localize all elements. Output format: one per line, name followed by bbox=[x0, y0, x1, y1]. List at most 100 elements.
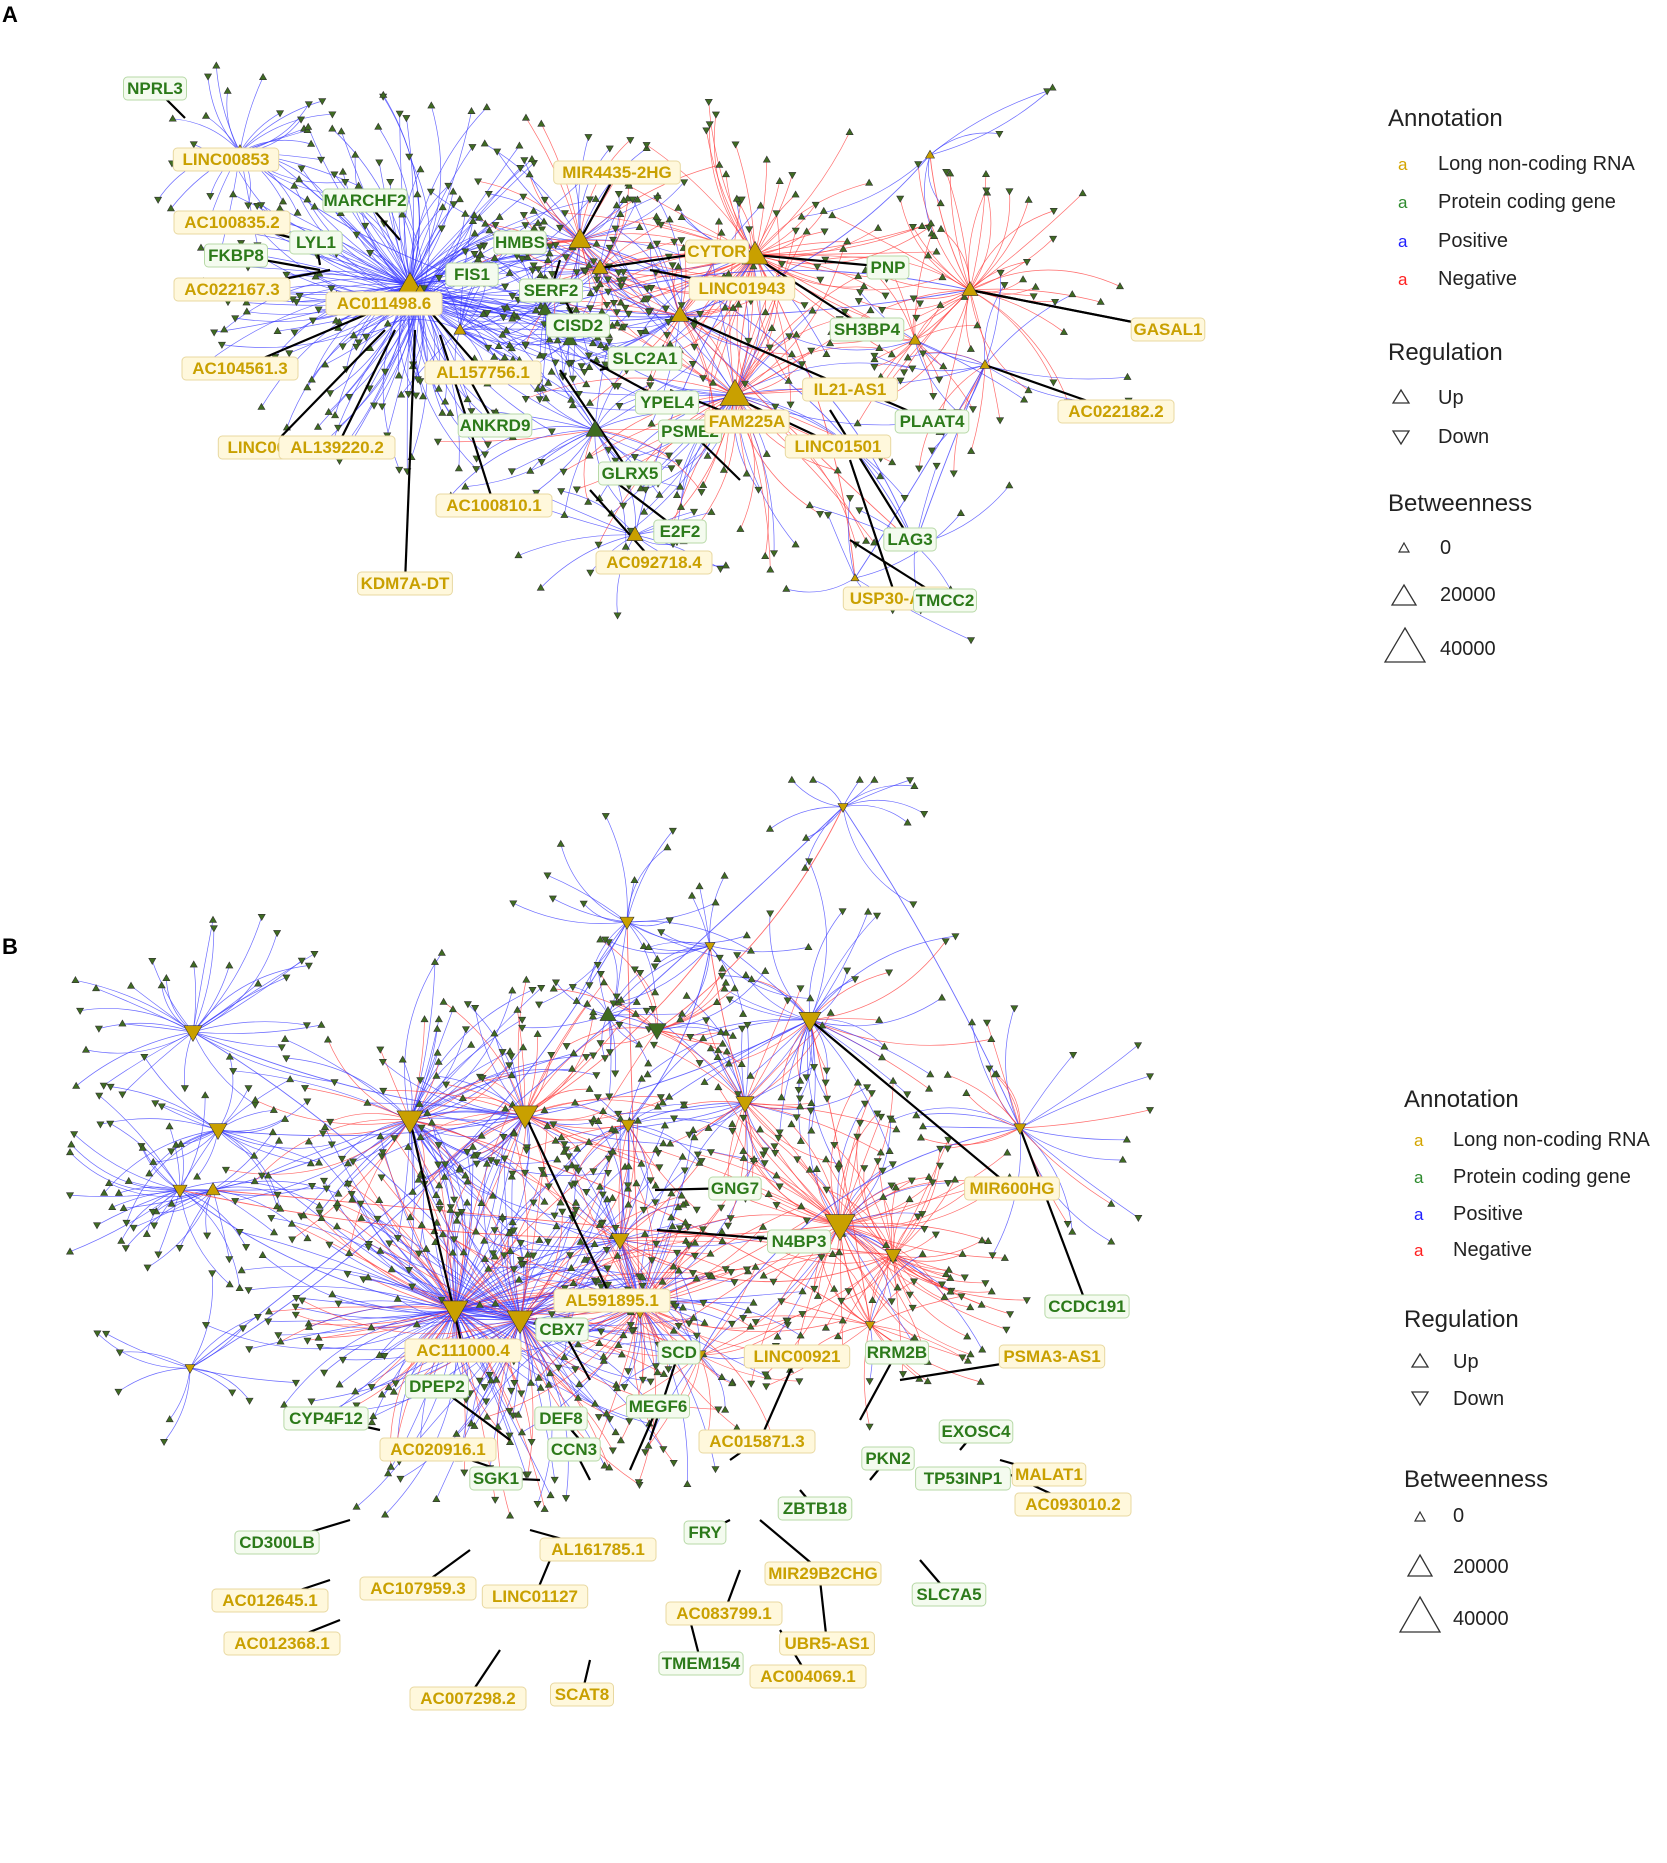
leaf-node bbox=[532, 306, 541, 314]
leaf-node bbox=[802, 833, 811, 841]
leaf-node bbox=[611, 225, 620, 233]
leaf-node bbox=[644, 295, 653, 303]
leaf-node bbox=[505, 1062, 514, 1070]
leaf-node bbox=[1002, 1326, 1011, 1334]
edge bbox=[744, 1102, 881, 1153]
legend-item-positive: Positive bbox=[1438, 230, 1508, 252]
leaf-node bbox=[604, 1155, 613, 1163]
leaf-node bbox=[468, 217, 478, 225]
leaf-node bbox=[812, 1164, 821, 1172]
leaf-node bbox=[631, 1009, 640, 1017]
leaf-node bbox=[635, 1273, 644, 1281]
leaf-node bbox=[878, 306, 887, 314]
leaf-node bbox=[924, 251, 933, 259]
leaf-node bbox=[695, 882, 704, 890]
leaf-node bbox=[610, 382, 619, 390]
leaf-node bbox=[942, 169, 951, 177]
leaf-node bbox=[647, 419, 656, 427]
edge bbox=[826, 1189, 894, 1256]
leaf-node bbox=[659, 1369, 668, 1377]
leaf-node bbox=[594, 541, 603, 549]
leaf-node bbox=[381, 368, 390, 376]
leaf-node bbox=[325, 1241, 334, 1249]
panel-b-hub-node bbox=[599, 1006, 617, 1021]
edge bbox=[308, 1309, 456, 1326]
leaf-node bbox=[787, 1120, 796, 1128]
node-label-text: NPRL3 bbox=[127, 79, 183, 98]
leaf-node bbox=[432, 1071, 441, 1079]
node-label-text: SERF2 bbox=[524, 281, 579, 300]
node-label-text: MARCHF2 bbox=[323, 191, 406, 210]
leaf-node bbox=[242, 298, 251, 306]
node-label-box bbox=[653, 519, 707, 544]
leaf-node bbox=[1022, 1297, 1031, 1305]
edge bbox=[543, 1173, 621, 1241]
leaf-node bbox=[276, 1337, 285, 1345]
leaf-node bbox=[605, 145, 614, 153]
edge bbox=[639, 1304, 803, 1329]
leaf-node bbox=[432, 1494, 441, 1502]
leaf-node bbox=[221, 1166, 230, 1174]
leaf-node bbox=[532, 489, 541, 497]
leaf-node bbox=[549, 984, 558, 992]
leaf-node bbox=[811, 201, 820, 209]
leaf-node bbox=[367, 1384, 376, 1392]
edge bbox=[378, 1200, 521, 1321]
node-label: AC012368.1 bbox=[223, 1631, 341, 1656]
edge bbox=[579, 148, 647, 241]
leaf-node bbox=[427, 101, 436, 109]
leaf-node bbox=[583, 999, 592, 1007]
edge bbox=[192, 919, 214, 1033]
edge bbox=[839, 1224, 898, 1288]
edge bbox=[1019, 1044, 1139, 1129]
leaf-node bbox=[893, 1283, 902, 1291]
leaf-node bbox=[434, 1161, 443, 1169]
node-label-box bbox=[915, 1466, 1011, 1491]
leaf-node bbox=[650, 963, 659, 971]
leaf-node bbox=[311, 272, 320, 280]
leaf-node bbox=[678, 1152, 687, 1160]
leaf-node bbox=[761, 552, 770, 560]
node-label: MIR600HG bbox=[964, 1176, 1060, 1201]
leaf-node bbox=[297, 957, 306, 965]
edge bbox=[212, 1189, 230, 1260]
leaf-node bbox=[1134, 1215, 1143, 1223]
leaf-node bbox=[483, 310, 492, 318]
leaf-node bbox=[273, 1191, 282, 1199]
leaf-node bbox=[906, 777, 915, 785]
leaf-node bbox=[102, 1330, 111, 1338]
leaf-node bbox=[349, 1158, 358, 1166]
leaf-node bbox=[314, 1158, 323, 1166]
edge bbox=[226, 90, 241, 153]
leaf-node bbox=[639, 295, 648, 303]
leaf-node bbox=[453, 1211, 462, 1219]
edge bbox=[291, 1119, 411, 1240]
edge bbox=[734, 394, 881, 477]
panel-a-hub-node bbox=[591, 259, 609, 274]
edge bbox=[382, 1061, 526, 1116]
leaf-node bbox=[282, 271, 291, 279]
edge bbox=[122, 1031, 194, 1095]
leaf-node bbox=[670, 238, 679, 246]
edge bbox=[645, 330, 736, 396]
node-label: LINC01943 bbox=[688, 276, 796, 301]
leaf-node bbox=[937, 993, 946, 1001]
leaf-node bbox=[876, 472, 885, 480]
leaf-node bbox=[685, 1131, 694, 1139]
leaf-node bbox=[775, 177, 784, 185]
edge bbox=[839, 1116, 882, 1226]
edge bbox=[704, 1019, 811, 1083]
leaf-node bbox=[519, 1043, 528, 1051]
leaf-node bbox=[1123, 372, 1132, 380]
leaf-node bbox=[206, 193, 215, 201]
leaf-node bbox=[1024, 195, 1033, 203]
leaf-node bbox=[698, 1226, 708, 1234]
leaf-node bbox=[326, 390, 335, 398]
leaf-node bbox=[543, 872, 552, 880]
leaf-node bbox=[855, 507, 864, 515]
edge bbox=[626, 921, 656, 993]
leaf-node bbox=[593, 1094, 602, 1102]
node-label: LYL1 bbox=[289, 230, 343, 255]
edge bbox=[627, 1124, 697, 1210]
panel-a-hub-node bbox=[850, 573, 860, 582]
